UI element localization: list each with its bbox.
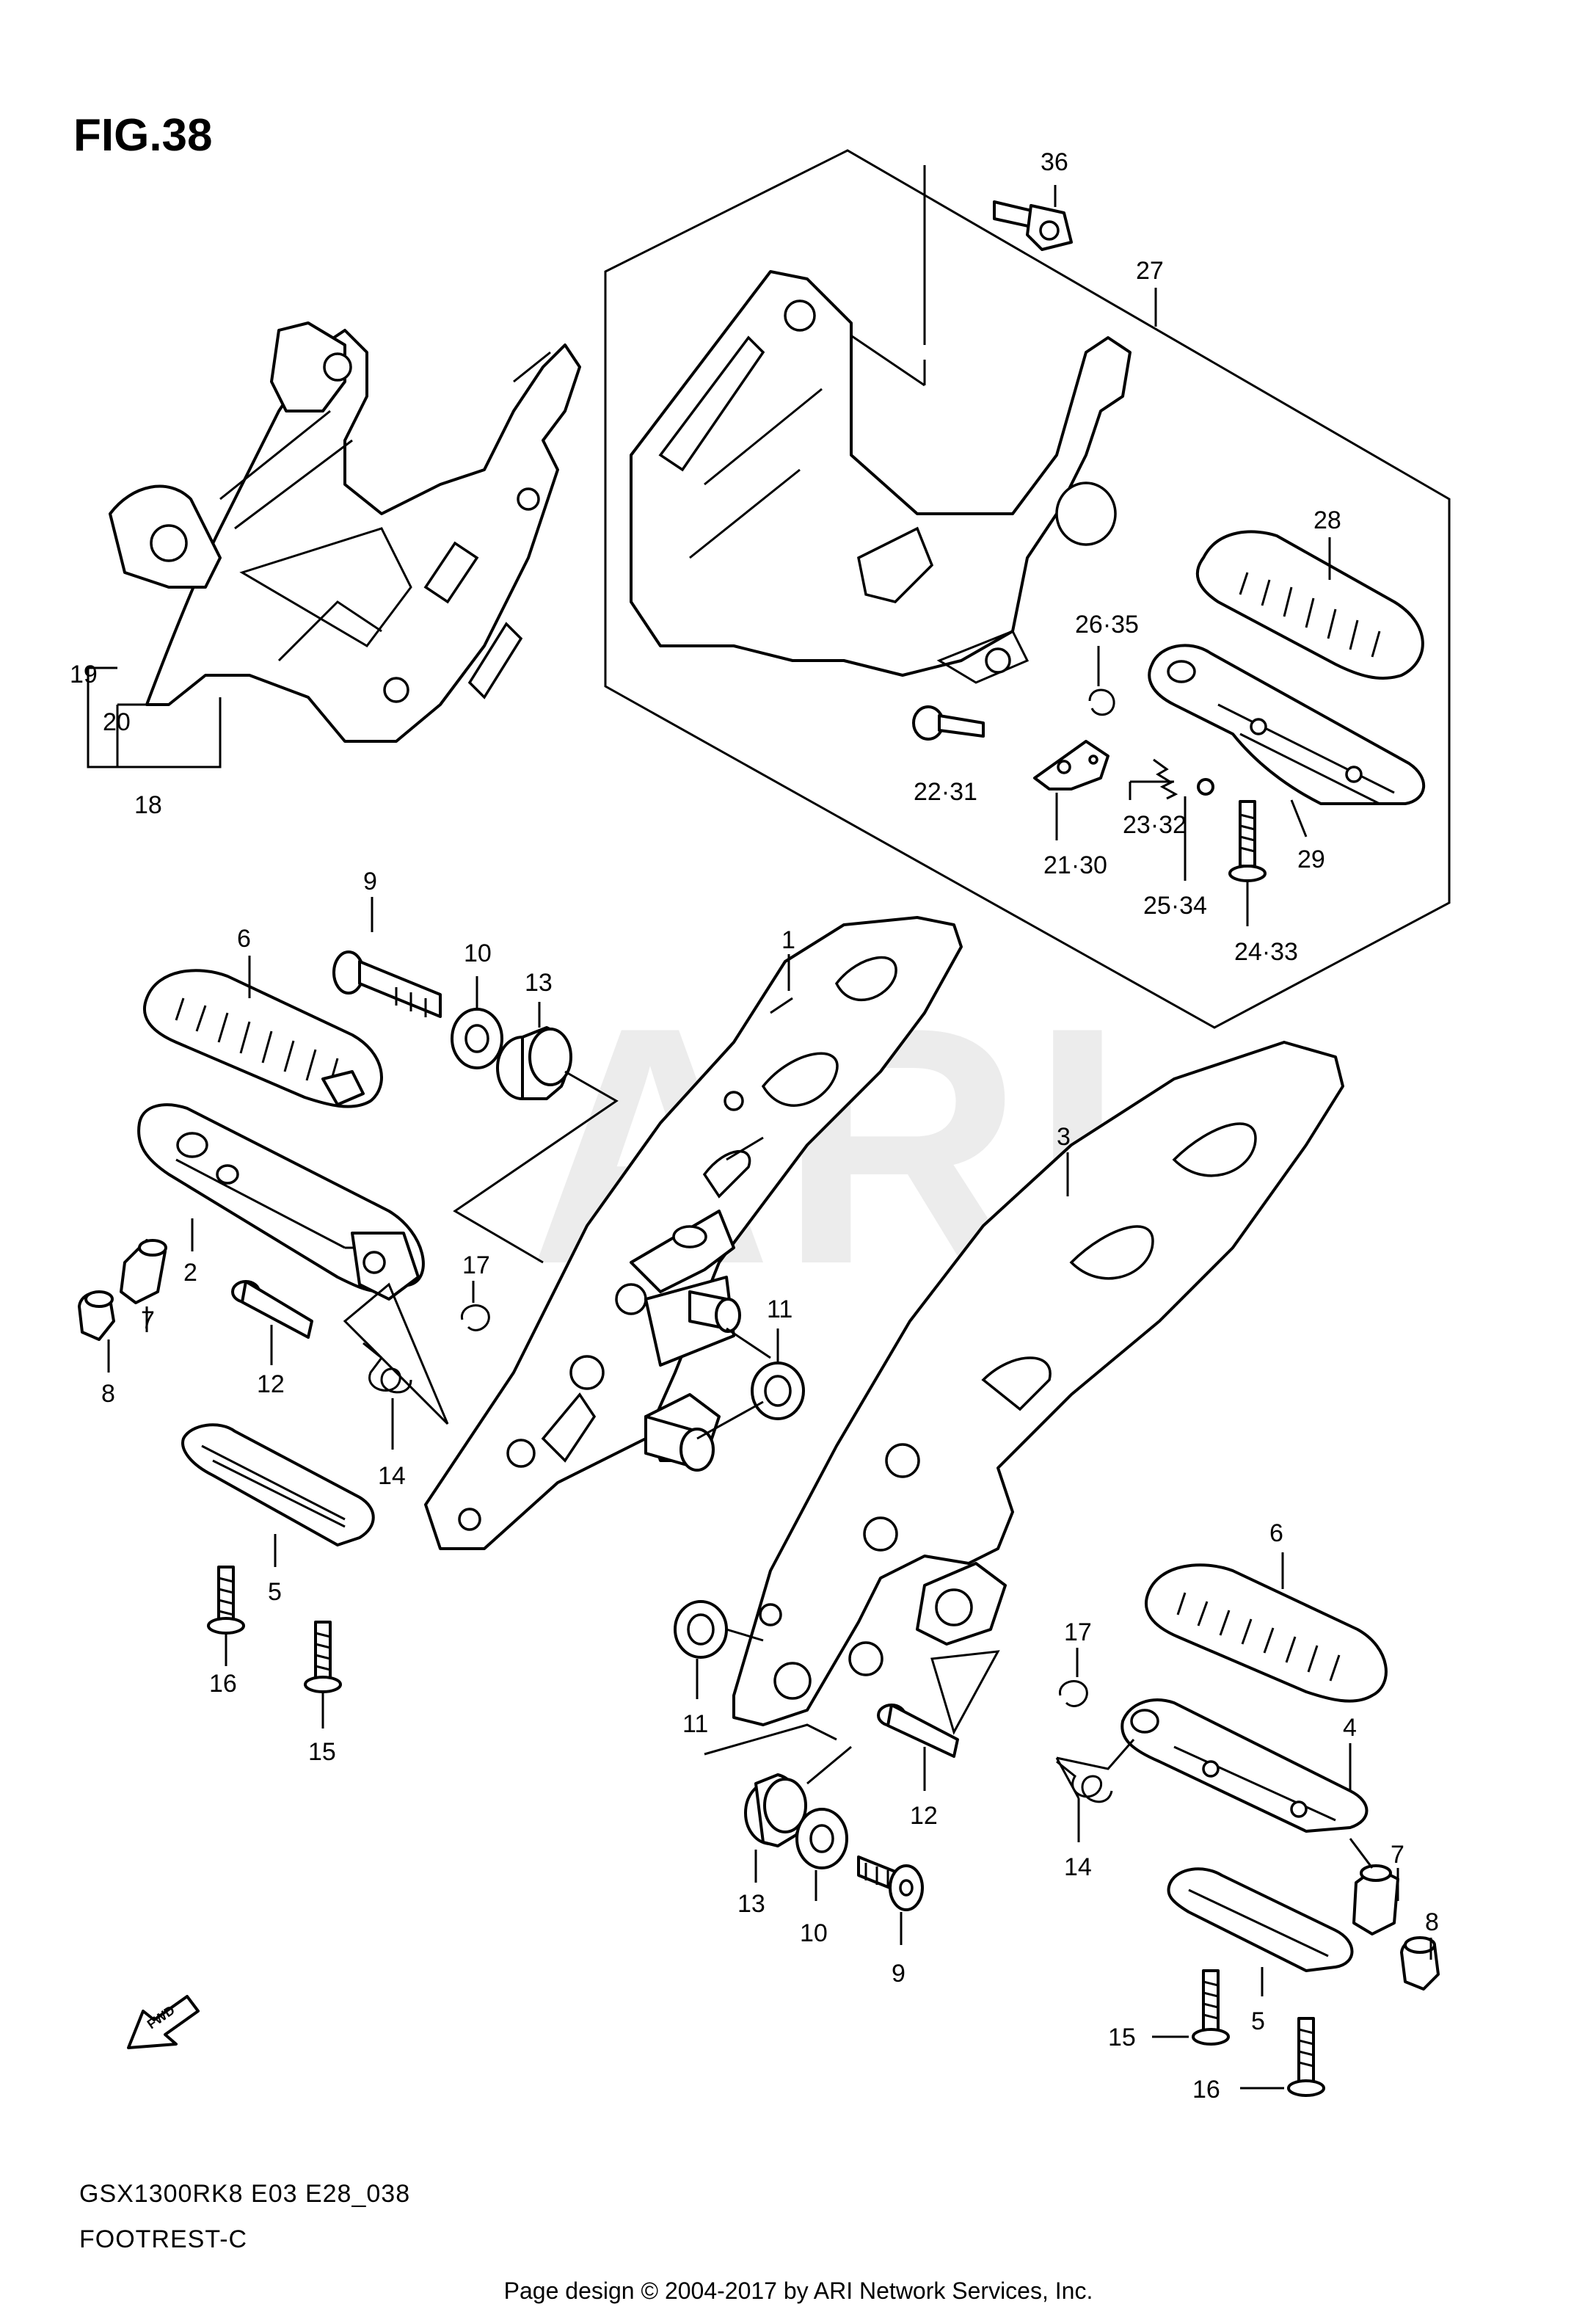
part-24-33-screw	[1228, 800, 1267, 882]
part-9-bolt-left	[332, 950, 442, 1018]
callout-28: 28	[1313, 506, 1341, 534]
callout-7-right: 7	[1391, 1841, 1404, 1869]
callout-24-33: 24·33	[1234, 938, 1298, 966]
callout-11-right: 11	[682, 1710, 708, 1738]
callout-8-left: 8	[101, 1380, 115, 1408]
figure-title: FIG.38	[73, 110, 213, 161]
leader-lines-18-19-20	[87, 666, 222, 768]
model-line: GSX1300RK8 E03 E28_038	[79, 2180, 410, 2208]
part-29-footpeg	[1148, 644, 1425, 805]
part-11-washer-left	[751, 1362, 805, 1420]
part-3-footrest-bracket	[732, 1041, 1344, 1726]
part-8-cap-right	[1400, 1936, 1440, 1991]
footrest-bracket-assembly-upper-left	[109, 321, 581, 743]
callout-10-left: 10	[464, 939, 492, 967]
part-1-footrest-bracket	[424, 916, 963, 1550]
part-5-heel-pad-right	[1167, 1867, 1354, 1972]
part-27-bracket	[630, 270, 1132, 684]
part-25-34-ball	[1197, 778, 1214, 796]
callout-18: 18	[134, 791, 162, 819]
part-1-pivot-shaft-a	[688, 1290, 741, 1333]
callout-6-right: 6	[1269, 1519, 1283, 1547]
part-6-footpeg-rubber-right	[1144, 1563, 1388, 1703]
part-10-washer-left	[451, 1008, 503, 1069]
part-36-bolt	[993, 200, 1073, 251]
callout-9-left: 9	[363, 868, 377, 895]
part-12-pin-left	[231, 1280, 313, 1339]
callout-15-left: 15	[308, 1738, 336, 1766]
callout-12-right: 12	[910, 1802, 938, 1830]
part-16-screw-right	[1287, 2017, 1325, 2097]
callout-11-left: 11	[767, 1295, 792, 1323]
part-7-bushing-left	[120, 1239, 167, 1304]
callout-1: 1	[781, 926, 795, 954]
callout-27: 27	[1136, 257, 1164, 285]
part-10-washer-right	[795, 1808, 848, 1869]
callout-7-left: 7	[141, 1306, 155, 1334]
part-28-footpeg-rubber	[1195, 530, 1424, 680]
callout-4: 4	[1343, 1714, 1357, 1742]
callout-21-30: 21·30	[1043, 851, 1107, 879]
part-13-bushing-right	[744, 1773, 807, 1847]
callout-17-left: 17	[462, 1251, 490, 1279]
footer-copyright: Page design © 2004-2017 by ARI Network S…	[504, 2278, 1093, 2304]
part-21-30-plate	[1033, 740, 1109, 790]
callout-25-34: 25·34	[1143, 892, 1207, 920]
callout-15-right: 15	[1108, 2024, 1136, 2051]
part-8-cap-left	[78, 1290, 115, 1341]
callout-26-35: 26·35	[1075, 611, 1139, 639]
part-16-screw-left	[207, 1566, 245, 1635]
part-17-clip-left	[461, 1304, 490, 1331]
callout-16-left: 16	[209, 1670, 237, 1698]
callout-3: 3	[1057, 1123, 1071, 1151]
part-2-footpeg-left	[137, 1103, 425, 1301]
part-22-31-pin	[912, 705, 985, 741]
callout-10-right: 10	[800, 1919, 828, 1947]
part-23-32-spring	[1153, 758, 1178, 800]
part-9-bolt-right	[857, 1855, 924, 1911]
callout-5-right: 5	[1251, 2007, 1265, 2035]
part-17-clip-right	[1059, 1680, 1088, 1707]
part-5-heel-pad-left	[181, 1423, 375, 1546]
callout-14-left: 14	[378, 1462, 406, 1490]
callout-22-31: 22·31	[914, 778, 977, 806]
part-7-bushing-right	[1352, 1864, 1399, 1935]
part-4-footpeg-right	[1121, 1698, 1369, 1833]
part-15-screw-left	[304, 1621, 342, 1693]
part-6-footpeg-rubber-left	[142, 969, 383, 1108]
callout-14-right: 14	[1064, 1853, 1092, 1881]
part-26-35-clip	[1088, 688, 1115, 716]
callout-9-right: 9	[892, 1960, 906, 1988]
part-1-pivot-shaft-b	[644, 1415, 715, 1472]
callout-8-right: 8	[1425, 1908, 1439, 1936]
callout-20: 20	[103, 708, 131, 736]
part-12-pin-right	[877, 1704, 959, 1758]
callout-6-left: 6	[237, 925, 251, 953]
callout-36: 36	[1041, 148, 1068, 176]
part-13-bushing-left	[496, 1026, 572, 1100]
callout-13-left: 13	[525, 969, 553, 997]
callout-5-left: 5	[268, 1578, 282, 1606]
part-15-screw-right	[1192, 1969, 1230, 2046]
assembly-27-boundary	[604, 149, 1451, 1029]
diagram-name: FOOTREST-C	[79, 2225, 247, 2253]
fwd-arrow-icon: FWD	[127, 1995, 200, 2049]
part-11-washer-right	[674, 1600, 728, 1659]
callout-29: 29	[1297, 846, 1325, 873]
callout-19: 19	[70, 661, 98, 688]
callout-17-right: 17	[1064, 1618, 1092, 1646]
callout-13-right: 13	[737, 1890, 765, 1918]
callout-12-left: 12	[257, 1370, 285, 1398]
part-14-spring-left	[362, 1342, 412, 1394]
callout-16-right: 16	[1192, 2076, 1220, 2104]
callout-2: 2	[183, 1259, 197, 1287]
callout-23-32: 23·32	[1123, 811, 1187, 839]
